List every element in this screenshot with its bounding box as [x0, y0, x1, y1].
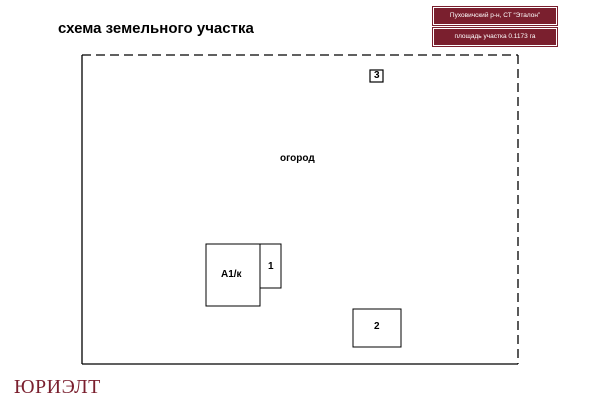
building-1: [259, 243, 282, 289]
building-2-label: 2: [374, 321, 380, 332]
garden-label: огород: [280, 153, 315, 164]
building-1-label: 1: [268, 261, 274, 272]
district-badge: Пуховичский р-н, СТ “Эталон”: [434, 8, 556, 24]
house-a1k-label: А1/к: [221, 269, 242, 280]
building-3-label: 3: [374, 70, 380, 81]
building-3: [369, 69, 384, 83]
page-title: схема земельного участка: [58, 20, 254, 37]
brand-logo: ЮРИЭЛТ: [14, 376, 101, 398]
area-badge: площадь участка 0.1173 га: [434, 29, 556, 45]
building-2: [352, 308, 402, 348]
